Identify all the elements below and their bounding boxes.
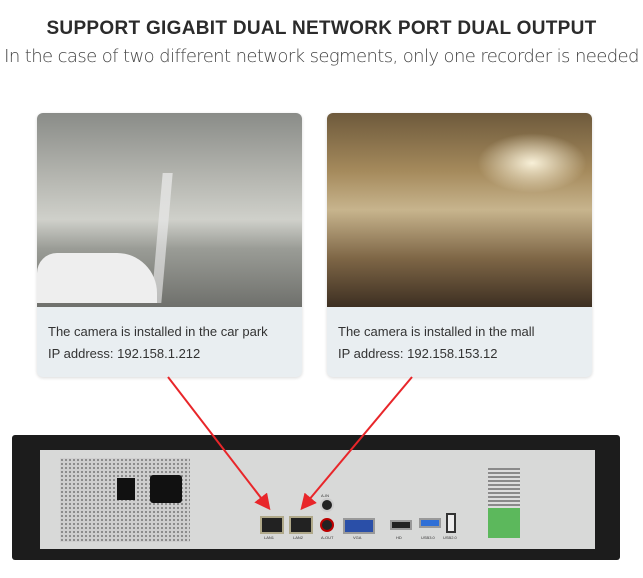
mall-ip: IP address: 192.158.153.12 (338, 346, 498, 361)
hdmi-port (390, 520, 412, 530)
power-socket (150, 475, 182, 503)
usb3-port (419, 518, 441, 528)
car-park-ip: IP address: 192.158.1.212 (48, 346, 201, 361)
vga-label: VGA (353, 535, 362, 540)
hdmi-label: HD (396, 535, 402, 540)
car-park-card: The camera is installed in the car park … (37, 113, 302, 377)
lan1-label: LAN1 (264, 535, 275, 540)
lan1-port (260, 516, 284, 534)
usb2-label: USB2.0 (443, 535, 457, 540)
audio-in-port (320, 498, 334, 512)
power-switch (117, 478, 135, 500)
arrow-to-lan1 (167, 376, 271, 511)
car-park-caption: The camera is installed in the car park (48, 324, 268, 339)
mall-photo (327, 113, 592, 307)
usb3-label: USB3.0 (421, 535, 435, 540)
audio-in-label: A-IN (321, 493, 329, 498)
arrow-to-lan2 (300, 376, 413, 511)
mall-caption: The camera is installed in the mall (338, 324, 535, 339)
lan2-port (289, 516, 313, 534)
headline: SUPPORT GIGABIT DUAL NETWORK PORT DUAL O… (46, 18, 597, 39)
vga-port (343, 518, 375, 534)
mall-card: The camera is installed in the mall IP a… (327, 113, 592, 377)
lan2-label: LAN2 (293, 535, 304, 540)
audio-out-label: A-OUT (321, 535, 334, 540)
car-park-photo (37, 113, 302, 307)
subheadline: In the case of two different network seg… (4, 46, 639, 67)
usb2-port (446, 513, 456, 533)
alarm-terminal-block (488, 468, 520, 538)
audio-out-port (320, 518, 334, 532)
